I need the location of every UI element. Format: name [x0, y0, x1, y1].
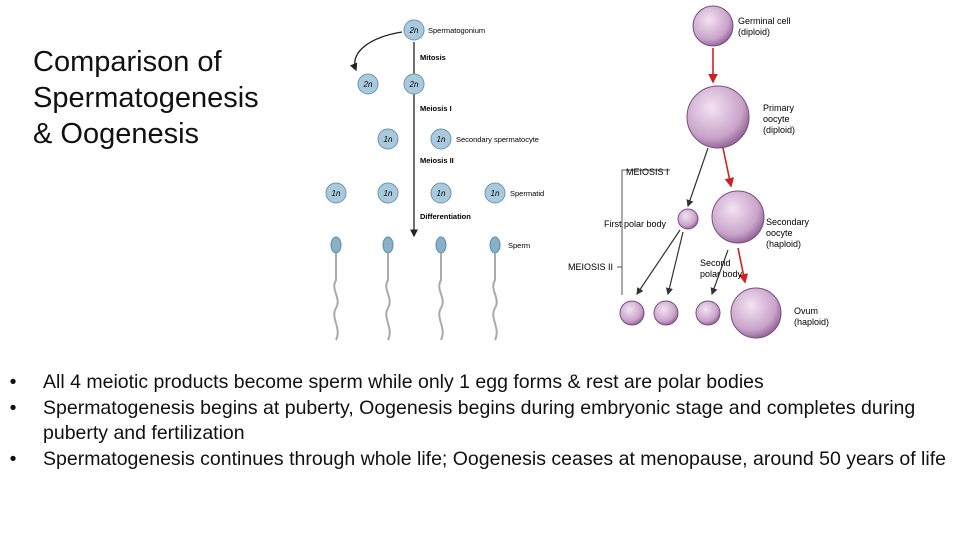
sperm-cell — [383, 237, 393, 340]
primary-oocyte-ploidy: (diploid) — [763, 125, 795, 135]
ovum-cell — [731, 288, 781, 338]
polar-body-arrow — [688, 148, 708, 206]
ovum-label: Ovum — [794, 306, 818, 316]
meiosis1-bracket — [622, 170, 670, 295]
second-polar-body-label-2: polar body — [700, 269, 743, 279]
second-polar-body-label-1: Second — [700, 258, 731, 268]
secondary-oocyte-label-2: oocyte — [766, 228, 793, 238]
spermatid-label: Spermatid — [510, 189, 544, 198]
first-polar-body — [678, 209, 698, 229]
meiosis2-label: MEIOSIS II — [568, 262, 613, 272]
bullet-marker: • — [6, 447, 20, 473]
bullet-text: Spermatogenesis continues through whole … — [43, 448, 946, 470]
bullet-marker: • — [6, 396, 20, 422]
germinal-cell — [693, 6, 733, 46]
cell-ploidy: 1n — [384, 135, 393, 144]
spermatogonium-label: Spermatogonium — [428, 26, 485, 35]
bullet-marker: • — [6, 370, 20, 396]
ovum-ploidy: (haploid) — [794, 317, 829, 327]
bullet-text: Spermatogenesis begins at puberty, Oogen… — [43, 397, 915, 445]
cell-ploidy: 2n — [409, 80, 419, 89]
primary-oocyte-label-2: oocyte — [763, 114, 790, 124]
bullet-list: • All 4 meiotic products become sperm wh… — [6, 370, 956, 472]
bullet-item: • Spermatogenesis continues through whol… — [6, 447, 956, 473]
sperm-cell — [331, 237, 341, 340]
secondary-spermatocyte-label: Secondary spermatocyte — [456, 135, 539, 144]
slide-title: Comparison of Spermatogenesis & Oogenesi… — [33, 44, 283, 152]
oogenesis-diagram: Germinal cell (diploid) Primary oocyte (… — [560, 0, 850, 345]
primary-oocyte-cell — [687, 86, 749, 148]
first-polar-body-label: First polar body — [604, 219, 667, 229]
cell-ploidy: 1n — [437, 135, 446, 144]
polar-body — [654, 301, 678, 325]
bullet-item: • Spermatogenesis begins at puberty, Oog… — [6, 396, 956, 447]
mitosis-label: Mitosis — [420, 53, 446, 62]
second-polar-body — [696, 301, 720, 325]
cell-ploidy: 1n — [437, 189, 446, 198]
cell-ploidy: 1n — [491, 189, 500, 198]
lineage-arrow — [723, 148, 731, 186]
sperm-label: Sperm — [508, 241, 530, 250]
cell-ploidy: 1n — [384, 189, 393, 198]
cell-ploidy: 1n — [332, 189, 341, 198]
spermatogenesis-diagram: 2n Spermatogonium Mitosis 2n 2n Meiosis … — [310, 0, 560, 345]
differentiation-label: Differentiation — [420, 212, 471, 221]
germinal-cell-label: Germinal cell — [738, 16, 791, 26]
polar-body-arrow — [637, 230, 680, 294]
bullet-text: All 4 meiotic products become sperm whil… — [43, 371, 764, 393]
meiosis2-label: Meiosis II — [420, 156, 454, 165]
primary-oocyte-label-1: Primary — [763, 103, 794, 113]
sperm-cell — [490, 237, 500, 340]
meiosis1-label: MEIOSIS I — [626, 167, 669, 177]
germinal-cell-ploidy: (diploid) — [738, 27, 770, 37]
bullet-item: • All 4 meiotic products become sperm wh… — [6, 370, 956, 396]
cell-ploidy: 2n — [363, 80, 373, 89]
secondary-oocyte-ploidy: (haploid) — [766, 239, 801, 249]
secondary-oocyte-label-1: Secondary — [766, 217, 810, 227]
polar-body — [620, 301, 644, 325]
meiosis1-label: Meiosis I — [420, 104, 452, 113]
cell-ploidy: 2n — [409, 26, 419, 35]
polar-body-arrow — [668, 232, 683, 294]
sperm-cell — [436, 237, 446, 340]
self-renewal-arrow — [355, 32, 402, 70]
secondary-oocyte-cell — [712, 191, 764, 243]
